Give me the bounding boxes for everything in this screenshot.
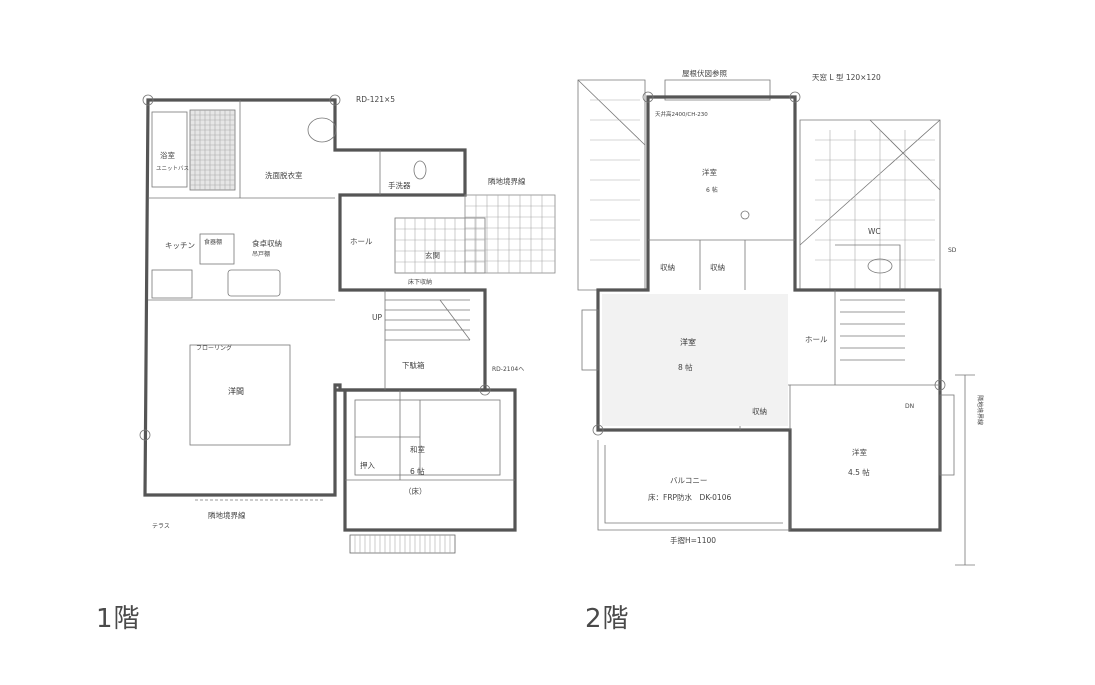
2f-note-top: 屋根伏図参照 bbox=[682, 68, 727, 78]
1f-outer-wall-main bbox=[143, 98, 487, 497]
1f-bathtub bbox=[151, 111, 188, 188]
2f-note-dn: DN bbox=[905, 403, 914, 410]
2f-big-room-size: 8 帖 bbox=[678, 362, 693, 372]
2f-bay-window-left bbox=[581, 309, 599, 371]
1f-genkan-label: 玄関 bbox=[425, 250, 440, 260]
2f-column bbox=[789, 91, 801, 103]
1f-washitsu-label: 和室 bbox=[410, 444, 425, 454]
1f-engawa bbox=[349, 534, 456, 554]
2f-stairs bbox=[840, 299, 905, 361]
2f-toilet-label: WC bbox=[868, 227, 881, 236]
2f-closet2-label: 収納 bbox=[710, 262, 725, 272]
2f-roof-left bbox=[577, 79, 646, 291]
2f-roof-top bbox=[664, 79, 771, 101]
1f-oshiire-label: 押入 bbox=[360, 460, 375, 470]
1f-storage-label: 食器棚 bbox=[204, 238, 222, 246]
2f-note-top-right: 天窓 L 型 120×120 bbox=[812, 72, 881, 82]
2f-column bbox=[592, 424, 604, 436]
1f-porch-tiles bbox=[464, 194, 556, 274]
2f-roof-hip bbox=[577, 79, 646, 146]
2f-closet1-label: 収納 bbox=[660, 262, 675, 272]
2f-balcony-outline bbox=[597, 440, 791, 531]
2f-column bbox=[642, 91, 654, 103]
1f-genkan-tiles bbox=[394, 217, 486, 274]
1f-toilet bbox=[413, 160, 427, 180]
1f-bath-tiles bbox=[189, 109, 236, 191]
1f-hall-label: ホール bbox=[350, 237, 373, 246]
1f-washroom-label: 洗面脱衣室 bbox=[265, 170, 303, 180]
floor-2-caption: 2階 bbox=[585, 604, 630, 634]
1f-note-stair-dn: 床下収納 bbox=[408, 278, 432, 286]
2f-column bbox=[740, 210, 750, 220]
2f-room-br-size: 4.5 帖 bbox=[848, 467, 870, 477]
2f-room-top-label: 洋室 bbox=[702, 167, 717, 177]
1f-dining-label: 食卓収納 bbox=[252, 238, 282, 248]
1f-tatami-label: 6 帖 bbox=[410, 466, 425, 476]
1f-tokonoma-label: （床） bbox=[404, 486, 427, 496]
2f-big-room-floor bbox=[602, 294, 788, 426]
1f-flooring-area bbox=[189, 344, 291, 446]
1f-bath-label: 浴室 bbox=[160, 150, 175, 160]
1f-outer-wall-washitsu bbox=[335, 388, 517, 532]
1f-note-entry-right: 隣地境界線 bbox=[488, 176, 526, 186]
2f-roof-tiles bbox=[590, 99, 935, 290]
1f-stairs bbox=[385, 299, 471, 341]
1f-column bbox=[329, 94, 341, 106]
1f-washbasin bbox=[307, 117, 337, 143]
2f-column bbox=[934, 379, 946, 391]
2f-note-right: 隣地境界線 bbox=[976, 395, 984, 425]
1f-note-side-rd: RD-2104へ bbox=[492, 366, 524, 373]
2f-closet3-label: 収納 bbox=[752, 406, 767, 416]
floor-plan-1f: 浴室 ユニットバス 洗面脱衣室 手洗器 ホール 玄関 キッチン 食器棚 食卓収納… bbox=[139, 94, 556, 554]
1f-flooring-label: フローリング bbox=[196, 344, 232, 352]
1f-tatami-area bbox=[354, 399, 501, 476]
1f-note-bottom: 隣地境界線 bbox=[208, 510, 246, 520]
2f-wall bbox=[699, 240, 746, 290]
1f-fridge bbox=[199, 233, 235, 265]
2f-toilet bbox=[867, 258, 893, 274]
1f-stair-up-label: UP bbox=[372, 313, 382, 322]
2f-balcony-inner bbox=[604, 445, 783, 524]
2f-big-room-label: 洋室 bbox=[680, 337, 696, 347]
floor-plan-2f: 洋室 6 帖 収納 収納 洋室 8 帖 収納 ホール 洋室 4.5 帖 バルコニ… bbox=[577, 68, 984, 566]
2f-note-bottom: 手摺H=1100 bbox=[670, 535, 716, 545]
floor-1-caption: 1階 bbox=[96, 604, 141, 634]
1f-living-label: 洋間 bbox=[228, 386, 244, 396]
1f-dining-sub-label: 吊戸棚 bbox=[252, 250, 270, 258]
1f-kitchen-label: キッチン bbox=[165, 241, 195, 250]
1f-column bbox=[139, 429, 151, 441]
2f-note-top-sub: 天井高2400/CH-230 bbox=[655, 110, 708, 118]
1f-column bbox=[142, 94, 154, 106]
2f-wall bbox=[835, 244, 901, 290]
1f-note-terrace: テラス bbox=[152, 523, 170, 530]
2f-room-top-size: 6 帖 bbox=[706, 186, 718, 194]
1f-tatami-lines bbox=[355, 400, 421, 475]
1f-stove bbox=[151, 269, 193, 299]
2f-balcony-note: 床：FRP防水 DK-0106 bbox=[648, 492, 731, 502]
2f-room-br-label: 洋室 bbox=[852, 447, 867, 457]
2f-roof-right bbox=[799, 119, 941, 291]
2f-balcony-label: バルコニー bbox=[670, 476, 707, 485]
2f-dimension-line bbox=[955, 374, 975, 566]
2f-note-side-sd: SD bbox=[948, 247, 957, 254]
2f-bay-window-right bbox=[939, 394, 955, 476]
1f-shoes-label: 下駄箱 bbox=[402, 360, 425, 370]
1f-kitchen-sink bbox=[227, 269, 281, 297]
1f-toilet-label: 手洗器 bbox=[388, 180, 411, 190]
2f-hall-label: ホール bbox=[805, 335, 828, 344]
1f-bath-sub-label: ユニットバス bbox=[156, 165, 189, 172]
1f-note-top-right: RD-121×5 bbox=[356, 95, 395, 104]
1f-column bbox=[479, 384, 491, 396]
